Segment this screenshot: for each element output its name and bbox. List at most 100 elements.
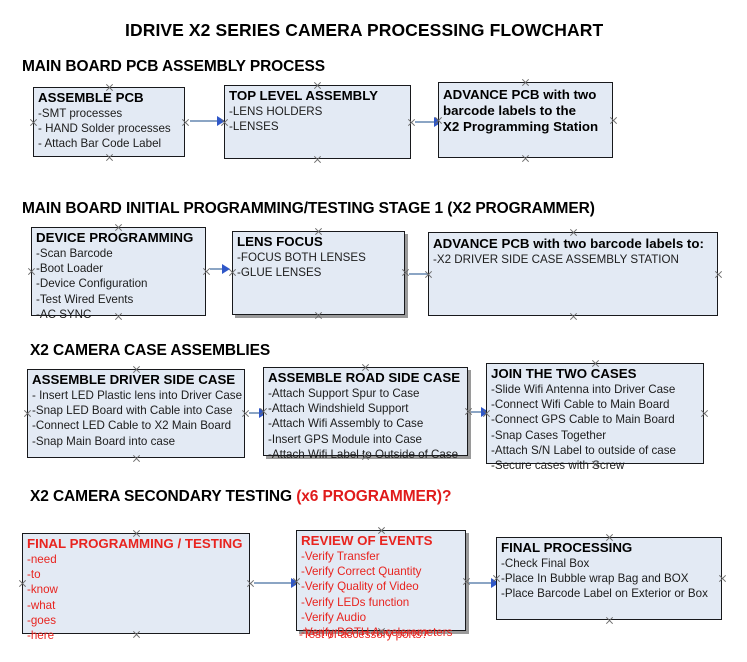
process-box-content: ASSEMBLE PCB -SMT processes - HAND Solde… [38, 90, 182, 152]
process-box-line: -Device Configuration [36, 277, 148, 291]
process-box-line: -Secure cases with Screw [491, 459, 625, 473]
process-box-line: -Place Barcode Label on Exterior or Box [501, 587, 708, 601]
section-heading-4-text: X2 CAMERA SECONDARY TESTING [30, 488, 297, 505]
process-box-title: ADVANCE PCB with two barcode labels to: [433, 236, 704, 251]
process-box-final-processing[interactable]: FINAL PROCESSING -Check Final Box -Place… [496, 537, 722, 620]
process-box-review-of-events[interactable]: REVIEW OF EVENTS -Verify Transfer -Verif… [296, 530, 466, 639]
process-box-title: ASSEMBLE PCB [38, 90, 144, 105]
section-heading-1: MAIN BOARD PCB ASSEMBLY PROCESS [22, 58, 325, 76]
process-box-title: TOP LEVEL ASSEMBLY [229, 88, 379, 103]
connector-arrow-line [415, 121, 440, 123]
process-box-line: -Connect Wifi Cable to Main Board [491, 398, 670, 412]
process-box-line: -Connect GPS Cable to Main Board [491, 413, 675, 427]
process-box-line: -Attach Wifi Label to Outside of Case [268, 447, 459, 461]
process-box-line: -LENSES [229, 120, 279, 134]
process-box-line: -Scan Barcode [36, 247, 113, 260]
process-box-line: -Snap Main Board into case [32, 434, 176, 448]
process-box-content: REVIEW OF EVENTS -Verify Transfer -Verif… [301, 533, 463, 640]
process-box-line: -Verify Correct Quantity [301, 565, 422, 579]
process-box-title: ASSEMBLE DRIVER SIDE CASE [32, 372, 236, 387]
connector-arrow-head [217, 116, 225, 126]
connector-arrow-head [222, 264, 230, 274]
process-box-title: FINAL PROGRAMMING / TESTING [27, 536, 243, 551]
process-box-title: FINAL PROCESSING [501, 540, 633, 555]
process-box-device-programming[interactable]: DEVICE PROGRAMMING -Scan Barcode -Boot L… [31, 227, 206, 321]
process-box-content: JOIN THE TWO CASES -Slide Wifi Antenna i… [491, 366, 701, 473]
process-box-line: -X2 DRIVER SIDE CASE ASSEMBLY STATION [433, 253, 679, 266]
process-box-top-level-assembly[interactable]: TOP LEVEL ASSEMBLY -LENS HOLDERS -LENSES [224, 85, 411, 159]
process-box-line: -Attach Support Spur to Case [268, 387, 420, 400]
connector-arrow-line [469, 582, 497, 584]
process-box-line: -here [27, 629, 55, 643]
process-box-advance-pcb-station[interactable]: ADVANCE PCB with two barcode labels to t… [438, 82, 613, 158]
process-box-content: ASSEMBLE ROAD SIDE CASE -Attach Support … [268, 370, 465, 462]
process-box-title: ASSEMBLE ROAD SIDE CASE [268, 370, 461, 385]
process-box-join-the-two-cases[interactable]: JOIN THE TWO CASES -Slide Wifi Antenna i… [486, 363, 704, 472]
process-box-assemble-driver-side-case[interactable]: ASSEMBLE DRIVER SIDE CASE - Insert LED P… [27, 369, 245, 458]
process-box-line: -goes [27, 613, 57, 627]
process-box-line: -Verify Transfer [301, 550, 380, 563]
process-box-title: LENS FOCUS [237, 234, 323, 249]
process-box-line: -Place In Bubble wrap Bag and BOX [501, 572, 689, 586]
process-box-advance-pcb-driver-side[interactable]: ADVANCE PCB with two barcode labels to: … [428, 232, 718, 316]
process-box-assemble-road-side-case[interactable]: ASSEMBLE ROAD SIDE CASE -Attach Support … [263, 367, 468, 461]
process-box-line: -SMT processes [38, 107, 123, 120]
process-box-line: -Boot Loader [36, 262, 104, 276]
process-box-line: -know [27, 583, 58, 597]
process-box-final-programming-testing[interactable]: FINAL PROGRAMMING / TESTING -need -to -k… [22, 533, 250, 642]
process-box-line: -FOCUS BOTH LENSES [237, 251, 366, 264]
process-box-line: - Insert LED Plastic lens into Driver Ca… [32, 389, 243, 402]
process-box-line: -Connect LED Cable to X2 Main Board [32, 419, 232, 433]
process-box-title: ADVANCE PCB with two [443, 87, 597, 102]
connector-arrow-line [254, 582, 297, 584]
process-box-line: - Attach Bar Code Label [38, 137, 162, 151]
process-box-line: -Snap LED Board with Cable into Case [32, 404, 233, 418]
process-box-line: -Insert GPS Module into Case [268, 432, 423, 446]
connector-arrow-line [210, 268, 228, 270]
process-box-line: -Attach Windshield Support [268, 402, 409, 416]
section-heading-3: X2 CAMERA CASE ASSEMBLIES [30, 342, 270, 360]
process-box-line: -Attach Wifi Assembly to Case [268, 417, 424, 431]
process-box-content: ADVANCE PCB with two barcode labels to: … [433, 236, 715, 267]
process-box-content: DEVICE PROGRAMMING -Scan Barcode -Boot L… [36, 230, 203, 322]
process-box-lens-focus[interactable]: LENS FOCUS -FOCUS BOTH LENSES -GLUE LENS… [232, 231, 405, 315]
section-heading-1-text: MAIN BOARD PCB ASSEMBLY PROCESS [22, 58, 325, 75]
process-box-line: -Attach S/N Label to outside of case [491, 443, 676, 457]
process-box-line: - HAND Solder processes [38, 122, 171, 136]
connector-arrow-line [409, 273, 434, 275]
process-box-title: REVIEW OF EVENTS [301, 533, 433, 548]
process-box-title-line-3: X2 Programming Station [443, 119, 599, 134]
process-box-title-line-2: barcode labels to the [443, 103, 577, 118]
section-heading-2-text: MAIN BOARD INITIAL PROGRAMMING/TESTING S… [22, 200, 595, 217]
section-heading-4: X2 CAMERA SECONDARY TESTING (x6 PROGRAMM… [30, 488, 451, 506]
process-box-line: -Verify Quality of Video [301, 580, 419, 594]
process-box-line: -Test Wired Events [36, 292, 134, 306]
process-box-line: -Verify BOTH Accelerometers [301, 626, 453, 640]
process-box-line: -Slide Wifi Antenna into Driver Case [491, 383, 676, 396]
process-box-content: FINAL PROCESSING -Check Final Box -Place… [501, 540, 719, 602]
connector-arrow-head [491, 578, 499, 588]
process-box-line: -what [27, 598, 56, 612]
section-heading-3-text: X2 CAMERA CASE ASSEMBLIES [30, 342, 271, 359]
process-box-line: -AC SYNC [36, 307, 92, 321]
process-box-title: DEVICE PROGRAMMING [36, 230, 194, 245]
process-box-line: -Verify Audio [301, 610, 367, 624]
process-box-line: -GLUE LENSES [237, 266, 322, 280]
process-box-assemble-pcb[interactable]: ASSEMBLE PCB -SMT processes - HAND Solde… [33, 87, 185, 157]
process-box-content: ADVANCE PCB with two barcode labels to t… [443, 87, 610, 135]
process-box-overflow-line: -Test of accessory ports? [299, 628, 428, 641]
connector-arrow-line [190, 120, 223, 122]
connector-arrow-line [471, 411, 487, 413]
connector-arrow-head [481, 407, 489, 417]
process-box-content: ASSEMBLE DRIVER SIDE CASE - Insert LED P… [32, 372, 242, 449]
process-box-content: FINAL PROGRAMMING / TESTING -need -to -k… [27, 536, 247, 643]
document-title: IDRIVE X2 SERIES CAMERA PROCESSING FLOWC… [125, 20, 604, 40]
process-box-content: TOP LEVEL ASSEMBLY -LENS HOLDERS -LENSES [229, 88, 408, 134]
process-box-content: LENS FOCUS -FOCUS BOTH LENSES -GLUE LENS… [237, 234, 402, 280]
process-box-line: -to [27, 568, 41, 582]
section-heading-2: MAIN BOARD INITIAL PROGRAMMING/TESTING S… [22, 200, 595, 218]
process-box-line: -Check Final Box [501, 557, 590, 570]
process-box-line: -LENS HOLDERS [229, 105, 323, 118]
process-box-line: -need [27, 553, 57, 566]
